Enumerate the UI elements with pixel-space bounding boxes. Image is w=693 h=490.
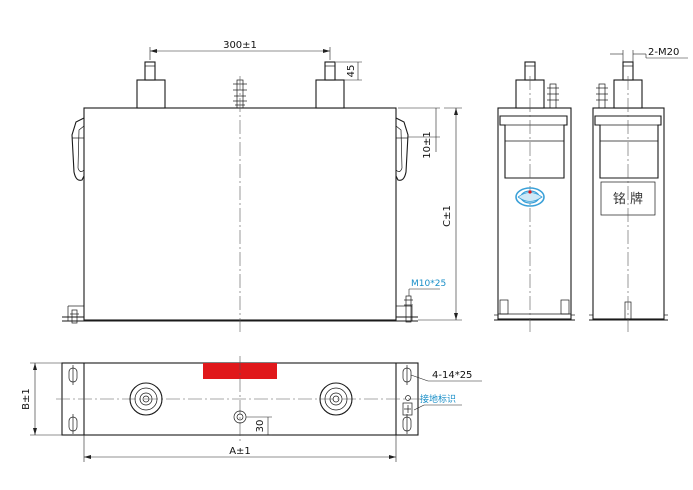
top-view: 4-14*25 接地标识 30 B±1 [21,356,482,462]
dimension-terminal-height: 45 [336,61,362,81]
label-bolt-spec: M10*25 [411,279,446,289]
mount-holes-callout: 4-14*25 [410,370,482,382]
label-overall-height: C±1 [442,205,453,227]
label-width: B±1 [21,388,32,410]
dimension-top-offset: 10±1 [398,107,440,159]
terminal-right [315,61,345,109]
dimension-overall-height: C±1 [418,107,462,321]
front-view: 300±1 45 10±1 C±1 M10 [62,40,462,334]
label-terminal-spacing: 300±1 [223,40,257,51]
side-view-1-body [497,107,572,320]
bushing-right [319,382,353,416]
dimension-width: B±1 [21,362,62,436]
base-bolt-left [70,309,79,324]
dimension-terminal-spacing: 300±1 [149,40,331,60]
ground-mark-callout: 接地标识 [413,393,462,411]
label-top-offset: 10±1 [422,131,433,158]
side-view-logo [494,61,575,334]
terminal-left [136,61,166,109]
mount-hole-top-left [68,365,78,385]
lifting-handle-left [71,117,85,181]
red-marker [203,363,277,379]
brand-logo [515,187,545,207]
mount-hole-bottom-left [68,414,78,434]
dimension-length: A±1 [83,435,397,462]
label-terminal-height: 45 [346,65,357,78]
label-ground-offset: 30 [255,420,266,433]
lifting-handle-right [395,117,409,181]
ground-terminal [402,395,413,416]
label-terminal-thread: 2-M20 [648,47,679,58]
side-view-2-body [592,107,665,320]
label-ground-mark: 接地标识 [420,393,456,405]
bushing-left [129,382,163,416]
terminal-thread-callout: 2-M20 [610,47,688,62]
mount-hole-top-right [402,365,412,385]
side-view-nameplate: 铭 牌 2-M20 [589,47,688,334]
dimension-ground-offset: 30 [244,416,272,436]
mount-hole-bottom-right [402,414,412,434]
bolt-spec-callout: M10*25 [408,279,446,296]
base-bolt-right [404,295,413,323]
label-mount-holes: 4-14*25 [432,370,472,381]
label-length: A±1 [229,446,251,457]
